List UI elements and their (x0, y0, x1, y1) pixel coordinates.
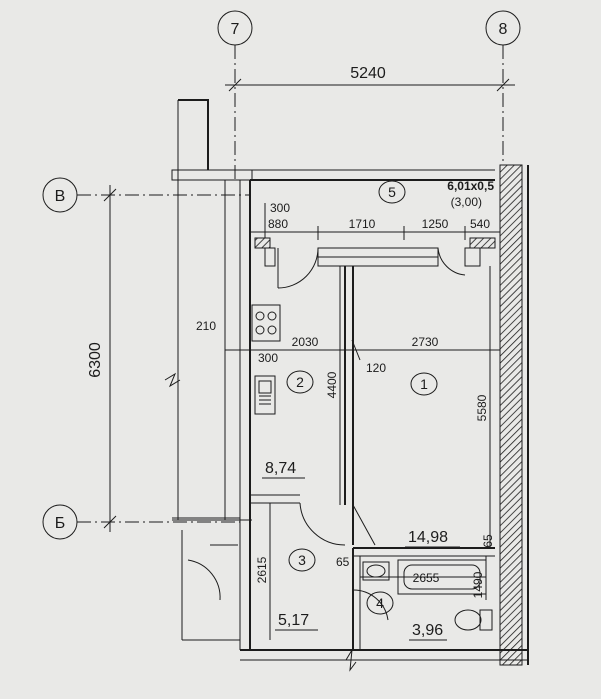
balcony-size: 6,01x0,5 (447, 179, 494, 193)
dim-300-top: 300 (270, 201, 290, 215)
room-4: 4 3,96 (366, 591, 447, 641)
toilet (454, 609, 493, 631)
dim-6300: 6300 (87, 342, 104, 378)
room-2-number: 2 (296, 374, 304, 390)
dimension-overall-height: 6300 (87, 185, 117, 532)
dim-1710: 1710 (349, 217, 376, 231)
dim-2730: 2730 (412, 335, 439, 349)
axis-8: 8 (485, 10, 521, 165)
dimension-bathroom: 2655 65 (336, 555, 486, 585)
dim-5240: 5240 (350, 65, 386, 82)
room-1-area: 14,98 (408, 529, 448, 546)
dim-2030: 2030 (292, 335, 319, 349)
dim-5580: 5580 (475, 394, 489, 421)
axis-7-label: 7 (231, 21, 240, 38)
dimension-verticals: 4400 5580 2615 1490 65 (255, 266, 495, 640)
dim-210: 210 (196, 319, 216, 333)
dim-65-b: 65 (481, 534, 495, 548)
dim-2615: 2615 (255, 556, 269, 583)
apartment-walls (239, 164, 529, 672)
kitchen-sink (254, 375, 276, 415)
room-4-area: 3,96 (412, 622, 443, 639)
dimension-overall-width: 5240 (225, 65, 515, 92)
dim-880: 880 (268, 217, 288, 231)
room-3-number: 3 (298, 552, 306, 568)
dim-120: 120 (366, 361, 386, 375)
room-5-number: 5 (388, 184, 396, 200)
axis-v-label: В (55, 188, 66, 205)
room-1: 1 14,98 (405, 372, 460, 548)
dim-1490: 1490 (471, 571, 485, 598)
room-4-number: 4 (376, 595, 384, 611)
axis-be: Б (42, 504, 240, 540)
axis-7: 7 (217, 10, 253, 180)
left-neighbour-walls (164, 99, 253, 641)
axis-be-label: Б (55, 515, 66, 532)
room-3-area: 5,17 (278, 612, 309, 629)
dim-4400: 4400 (325, 371, 339, 398)
dimension-chain-rooms: 210 300 2030 2730 120 (196, 319, 500, 375)
balcony-area: (3,00) (451, 195, 482, 209)
dim-300-mid: 300 (258, 351, 278, 365)
kitchen-stove (251, 304, 281, 342)
room-3: 3 5,17 (275, 548, 318, 631)
dim-2655: 2655 (413, 571, 440, 585)
axis-8-label: 8 (499, 21, 508, 38)
axis-v: В (42, 177, 250, 213)
dim-65-a: 65 (336, 555, 350, 569)
dimension-chain-balcony: 300 880 1710 1250 540 (250, 201, 500, 240)
room-2: 2 8,74 (262, 370, 314, 479)
room-1-number: 1 (420, 376, 428, 392)
dim-540: 540 (470, 217, 490, 231)
dim-1250: 1250 (422, 217, 449, 231)
room-2-area: 8,74 (265, 460, 296, 477)
balcony-labels: 5 6,01x0,5 (3,00) (378, 179, 494, 209)
